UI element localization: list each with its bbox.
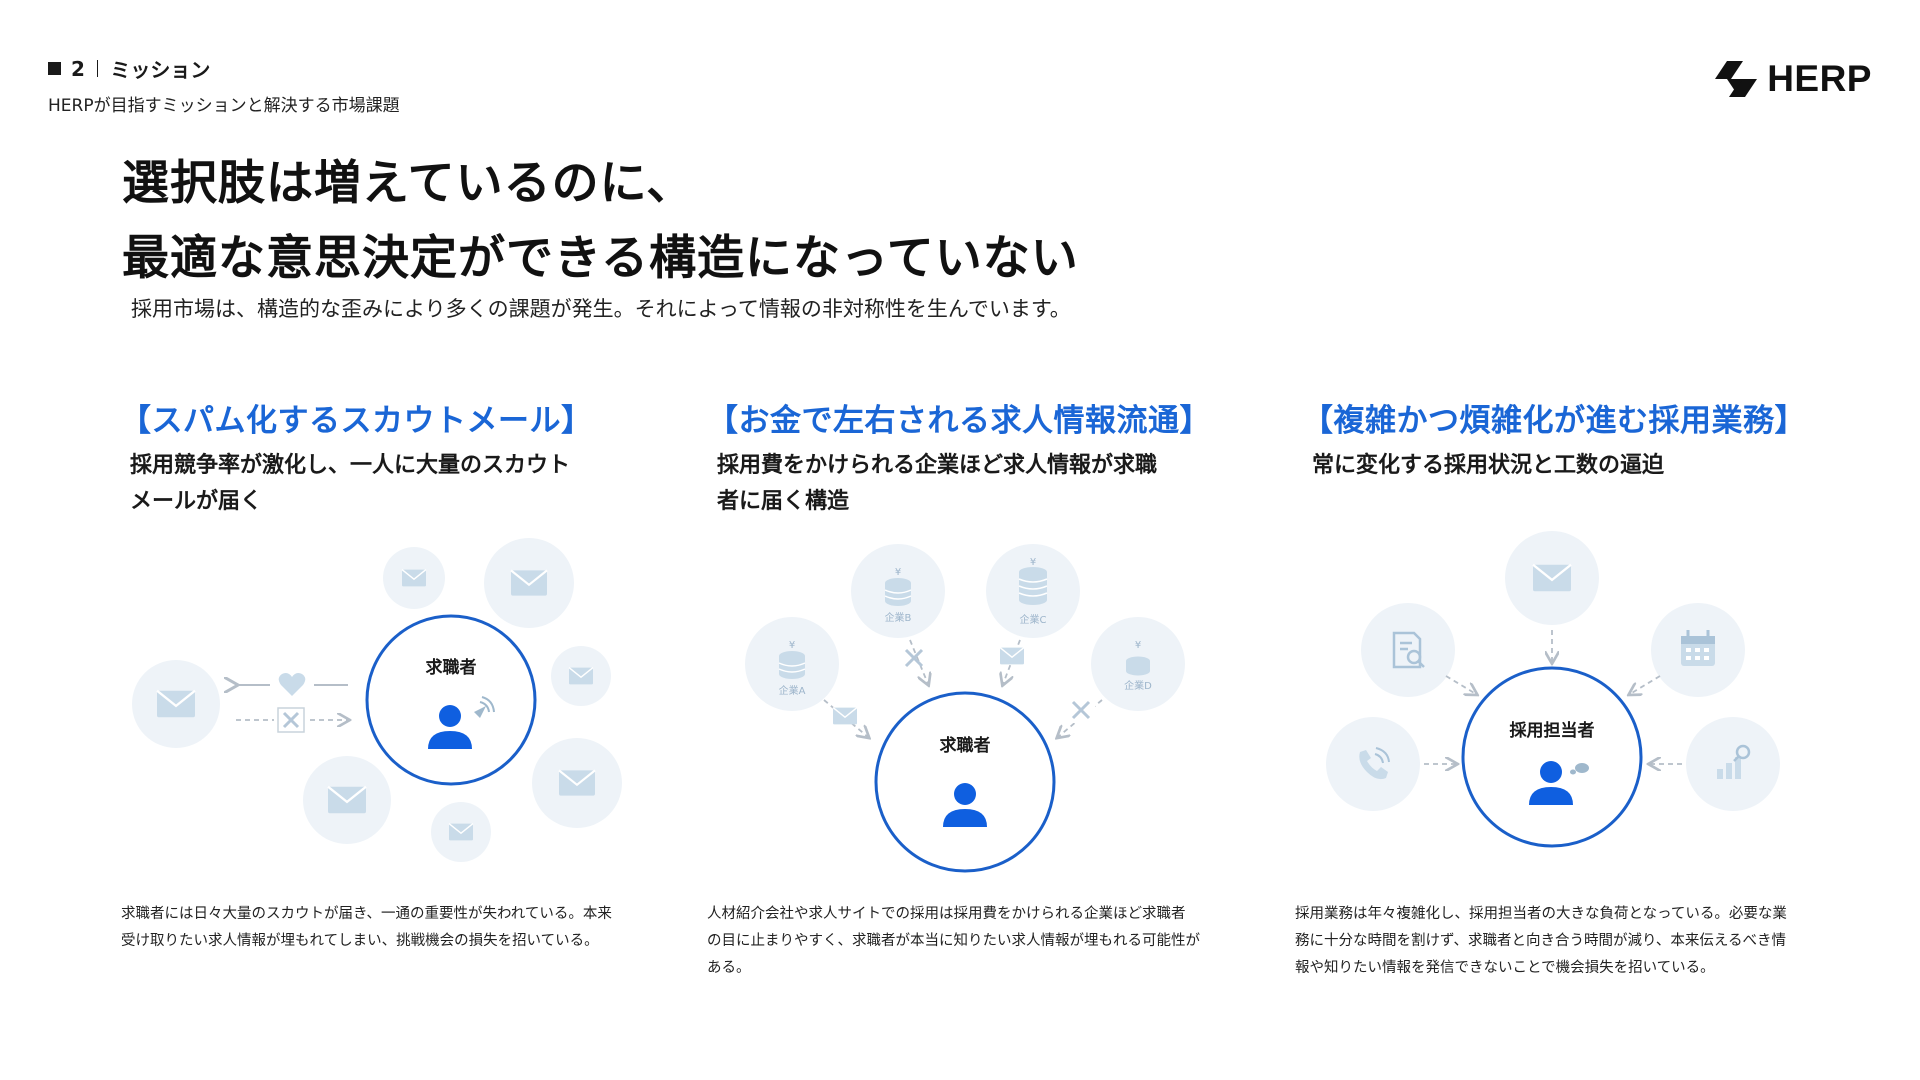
column-subtitle: 採用競争率が激化し、一人に大量のスカウト メールが届く <box>120 448 593 520</box>
column-subtitle-line: 者に届く構造 <box>717 489 850 514</box>
cross-icon <box>1071 700 1091 720</box>
column-title: 【お金で左右される求人情報流通】 <box>707 403 1211 439</box>
description-line: 求職者には日々大量のスカウトが届き、一通の重要性が失われている。本来 <box>121 906 612 922</box>
chart-search-icon <box>1717 744 1751 779</box>
herp-logo-mark-icon <box>1715 61 1758 97</box>
yen-icon: ¥ <box>789 640 795 651</box>
headline-line-2: 最適な意思決定ができる構造になっていない <box>122 231 1079 286</box>
phone-icon <box>1359 747 1390 780</box>
column-subtitle: 常に変化する採用状況と工数の逼迫 <box>1302 448 1806 484</box>
description-line: 受け取りたい求人情報が埋もれてしまい、挑戦機会の損失を招いている。 <box>121 933 599 949</box>
mail-icon <box>999 646 1025 666</box>
column-money-job-info: 【お金で左右される求人情報流通】 採用費をかけられる企業ほど求人情報が求職 者に… <box>707 395 1211 520</box>
headline: 選択肢は増えているのに、 最適な意思決定ができる構造になっていない <box>122 146 1079 296</box>
mail-bubble-large-top <box>484 538 574 628</box>
column-description-3: 採用業務は年々複雑化し、採用担当者の大きな負荷となっている。必要な業 務に十分な… <box>1295 901 1787 982</box>
flow-arrow <box>1003 639 1021 684</box>
company-label: 企業D <box>1124 679 1152 692</box>
company-label: 企業A <box>779 684 806 697</box>
yen-icon: ¥ <box>1030 557 1036 568</box>
square-bullet-icon <box>48 62 61 75</box>
document-search-icon <box>1392 631 1425 669</box>
coin-stack-icon <box>778 651 806 679</box>
company-label: 企業C <box>1020 613 1047 626</box>
document-search-bubble <box>1361 603 1455 697</box>
logo-text: HERP <box>1767 58 1872 99</box>
calendar-bubble <box>1651 603 1745 697</box>
job-seeker-label: 求職者 <box>940 735 991 756</box>
company-c-bubble: ¥ 企業C <box>986 544 1080 638</box>
sigh-icon <box>1570 763 1589 775</box>
lead-text: 採用市場は、構造的な歪みにより多くの課題が発生。それによって情報の非対称性を生ん… <box>131 297 1071 321</box>
mail-bubble-left <box>132 660 220 748</box>
description-line: ある。 <box>707 960 751 976</box>
mail-bubble-right-small <box>551 646 611 706</box>
heart-connector <box>236 673 348 696</box>
heart-icon <box>278 673 306 696</box>
company-d-bubble: ¥ 企業D <box>1091 617 1185 711</box>
mail-bubble <box>1505 531 1599 625</box>
chart-search-bubble <box>1686 717 1780 811</box>
calendar-icon <box>1681 630 1715 666</box>
mail-bubble-small-top <box>383 547 445 609</box>
headline-line-1: 選択肢は増えているのに、 <box>122 156 695 211</box>
mail-bubble-bottom-small <box>431 802 491 862</box>
column-subtitle-line: 採用費をかけられる企業ほど求人情報が求職 <box>717 453 1158 478</box>
column-title: 【スパム化するスカウトメール】 <box>120 403 593 439</box>
blocked-connector <box>236 707 348 733</box>
description-line: 人材紹介会社や求人サイトでの採用は採用費をかけられる企業ほど求職者 <box>707 906 1186 922</box>
signal-icon <box>474 696 495 718</box>
flow-arrow <box>909 639 928 684</box>
column-title: 【複雑かつ煩雑化が進む採用業務】 <box>1302 403 1806 439</box>
recruiter-label: 採用担当者 <box>1510 720 1595 741</box>
cross-icon <box>282 711 300 729</box>
flow-arrow <box>1630 675 1661 694</box>
page-subtitle: HERPが目指すミッションと解決する市場課題 <box>48 96 400 116</box>
column-subtitle-line: メールが届く <box>130 489 263 514</box>
column-spam-scout: 【スパム化するスカウトメール】 採用競争率が激化し、一人に大量のスカウト メール… <box>120 395 593 520</box>
mail-bubble-right-large <box>532 738 622 828</box>
yen-icon: ¥ <box>1135 640 1141 651</box>
cross-icon <box>904 648 924 668</box>
job-seeker-label: 求職者 <box>426 657 477 678</box>
description-line: 報や知りたい情報を発信できないことで機会損失を招いている。 <box>1295 960 1715 976</box>
column-subtitle-line: 採用競争率が激化し、一人に大量のスカウト <box>130 453 571 478</box>
column-subtitle: 採用費をかけられる企業ほど求人情報が求職 者に届く構造 <box>707 448 1211 520</box>
description-line: の目に止まりやすく、求職者が本当に知りたい求人情報が埋もれる可能性が <box>707 933 1200 949</box>
description-line: 採用業務は年々複雑化し、採用担当者の大きな負荷となっている。必要な業 <box>1295 906 1787 922</box>
flow-arrow <box>1445 675 1476 694</box>
section-number-value: 2 <box>71 56 85 81</box>
job-seeker-circle: 求職者 <box>874 691 1056 873</box>
coin-stack-icon <box>1126 656 1150 676</box>
column-complex-recruiting: 【複雑かつ煩雑化が進む採用業務】 常に変化する採用状況と工数の逼迫 <box>1302 395 1806 484</box>
mail-icon <box>832 706 858 726</box>
phone-bubble <box>1326 717 1420 811</box>
column-description-2: 人材紹介会社や求人サイトでの採用は採用費をかけられる企業ほど求職者 の目に止まり… <box>707 901 1200 982</box>
section-title: ミッション <box>110 58 211 82</box>
description-line: 務に十分な時間を割けず、求職者と向き合う時間が減り、本来伝えるべき情 <box>1295 933 1786 949</box>
coin-stack-icon <box>1018 567 1048 605</box>
job-seeker-circle: 求職者 <box>365 614 537 786</box>
column-description-1: 求職者には日々大量のスカウトが届き、一通の重要性が失われている。本来 受け取りた… <box>121 901 612 955</box>
company-b-bubble: ¥ 企業B <box>851 544 945 638</box>
mail-bubble-bottom-left <box>303 756 391 844</box>
divider <box>96 60 99 77</box>
company-label: 企業B <box>885 611 912 624</box>
yen-icon: ¥ <box>895 567 901 578</box>
herp-logo: HERP <box>1713 58 1872 100</box>
section-number: 2 ミッション <box>48 54 210 83</box>
coin-stack-icon <box>884 578 912 606</box>
company-a-bubble: ¥ 企業A <box>745 617 839 711</box>
column-subtitle-line: 常に変化する採用状況と工数の逼迫 <box>1312 453 1665 478</box>
recruiter-circle: 採用担当者 <box>1461 666 1643 848</box>
